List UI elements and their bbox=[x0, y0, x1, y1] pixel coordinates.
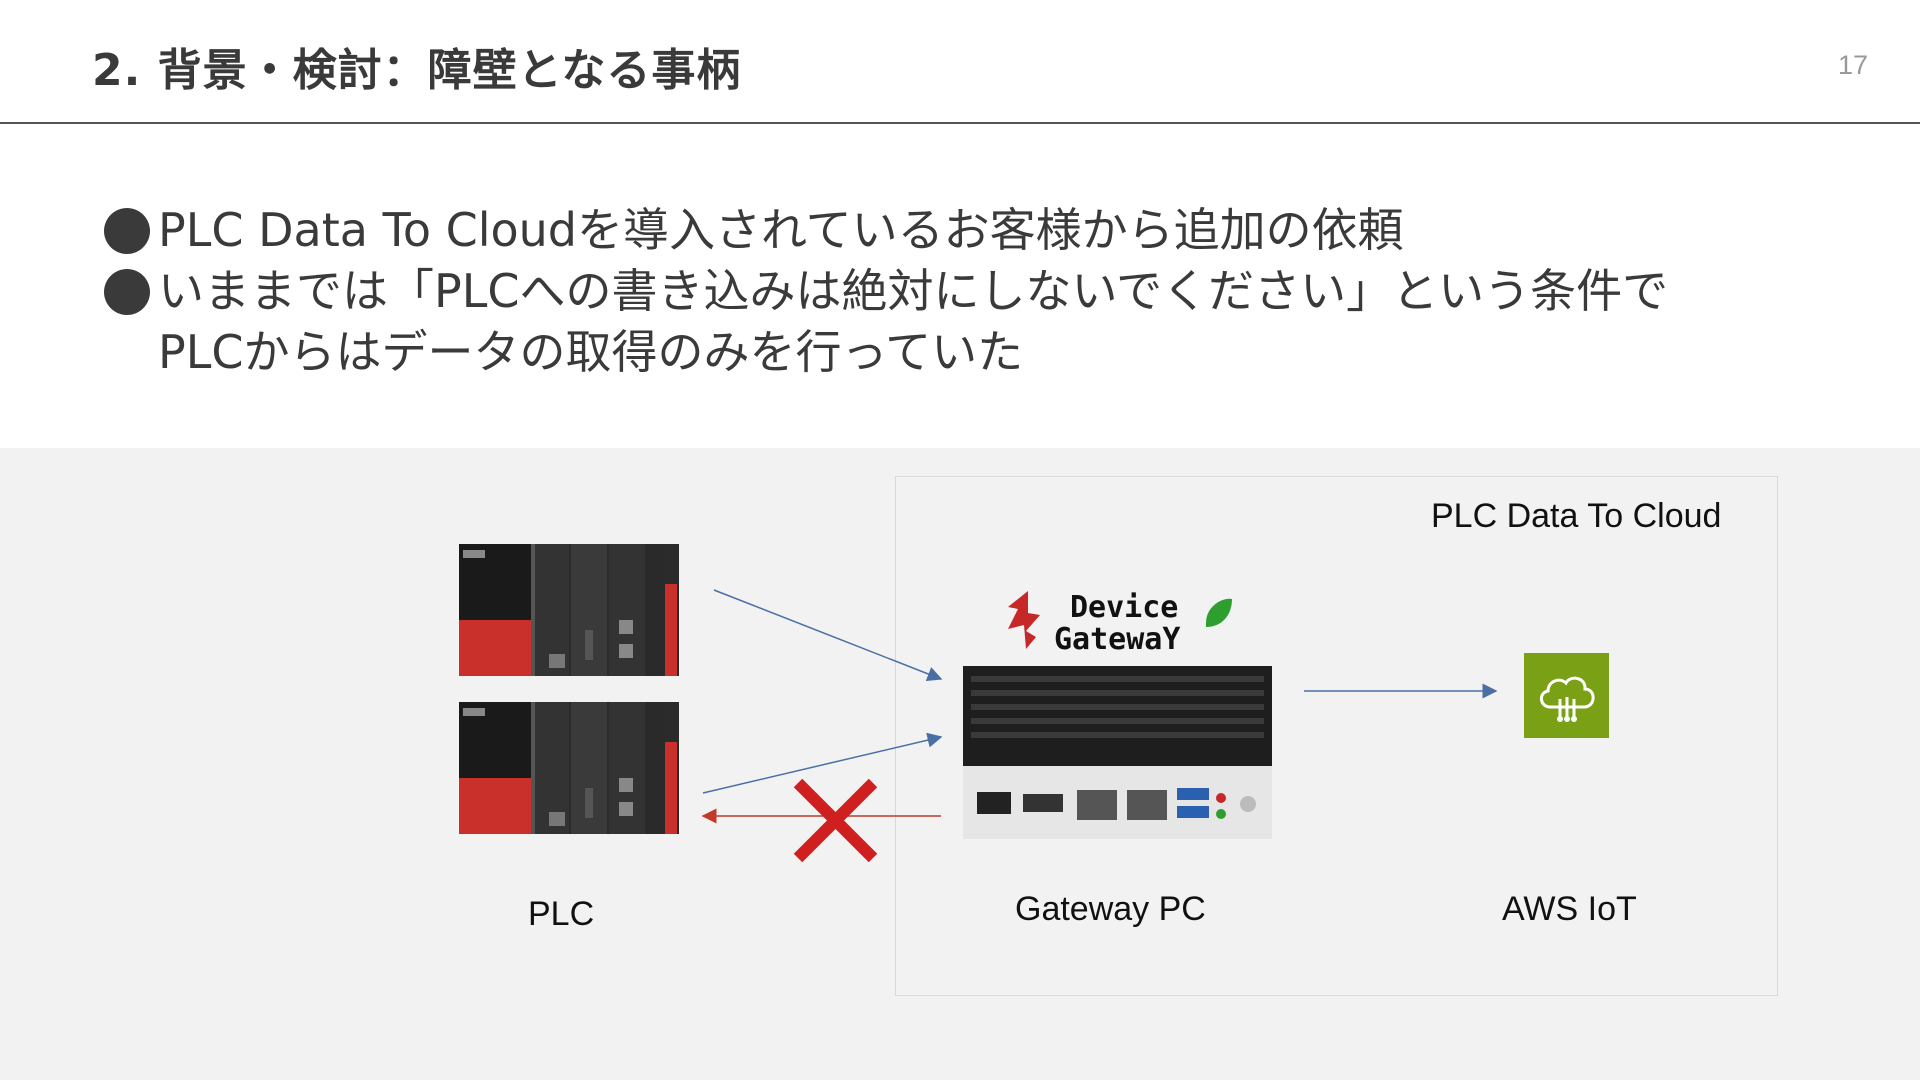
header-divider bbox=[0, 122, 1920, 124]
aws-iot-icon bbox=[1524, 653, 1609, 738]
bullet-dot-icon bbox=[104, 269, 150, 315]
bullet-continuation: PLCからはデータの取得のみを行っていた bbox=[104, 322, 1864, 383]
bullet-text: PLCからはデータの取得のみを行っていた bbox=[158, 325, 1024, 379]
plc-device-image bbox=[459, 702, 679, 834]
logo-text-device: Device bbox=[1070, 590, 1178, 625]
bullet-list: PLC Data To Cloudを導入されているお客様から追加の依頼 いままで… bbox=[104, 200, 1864, 383]
group-label: PLC Data To Cloud bbox=[1431, 497, 1722, 535]
bullet-text: PLC Data To Cloudを導入されているお客様から追加の依頼 bbox=[158, 203, 1404, 257]
device-gateway-logo: Device GatewaY bbox=[1008, 590, 1232, 657]
page-number: 17 bbox=[1837, 50, 1868, 80]
bullet-item: PLC Data To Cloudを導入されているお客様から追加の依頼 bbox=[104, 200, 1864, 261]
slide-header: 2. 背景・検討：障壁となる事柄 17 bbox=[0, 0, 1920, 124]
aws-iot-label: AWS IoT bbox=[1502, 890, 1637, 928]
plc-data-to-cloud-box bbox=[895, 476, 1778, 996]
diagram-area bbox=[0, 448, 1920, 1080]
bullet-item: いままでは「PLCへの書き込みは絶対にしないでください」という条件で bbox=[104, 261, 1864, 322]
slide-title: 2. 背景・検討：障壁となる事柄 bbox=[92, 45, 742, 96]
bullet-dot-icon bbox=[104, 208, 150, 254]
plc-device-image bbox=[459, 544, 679, 676]
bullet-text: いままでは「PLCへの書き込みは絶対にしないでください」という条件で bbox=[158, 264, 1669, 318]
gateway-pc-label: Gateway PC bbox=[1015, 890, 1206, 928]
gateway-pc-image bbox=[963, 666, 1272, 839]
plc-label: PLC bbox=[528, 895, 595, 933]
logo-text-gateway: GatewaY bbox=[1054, 622, 1180, 657]
